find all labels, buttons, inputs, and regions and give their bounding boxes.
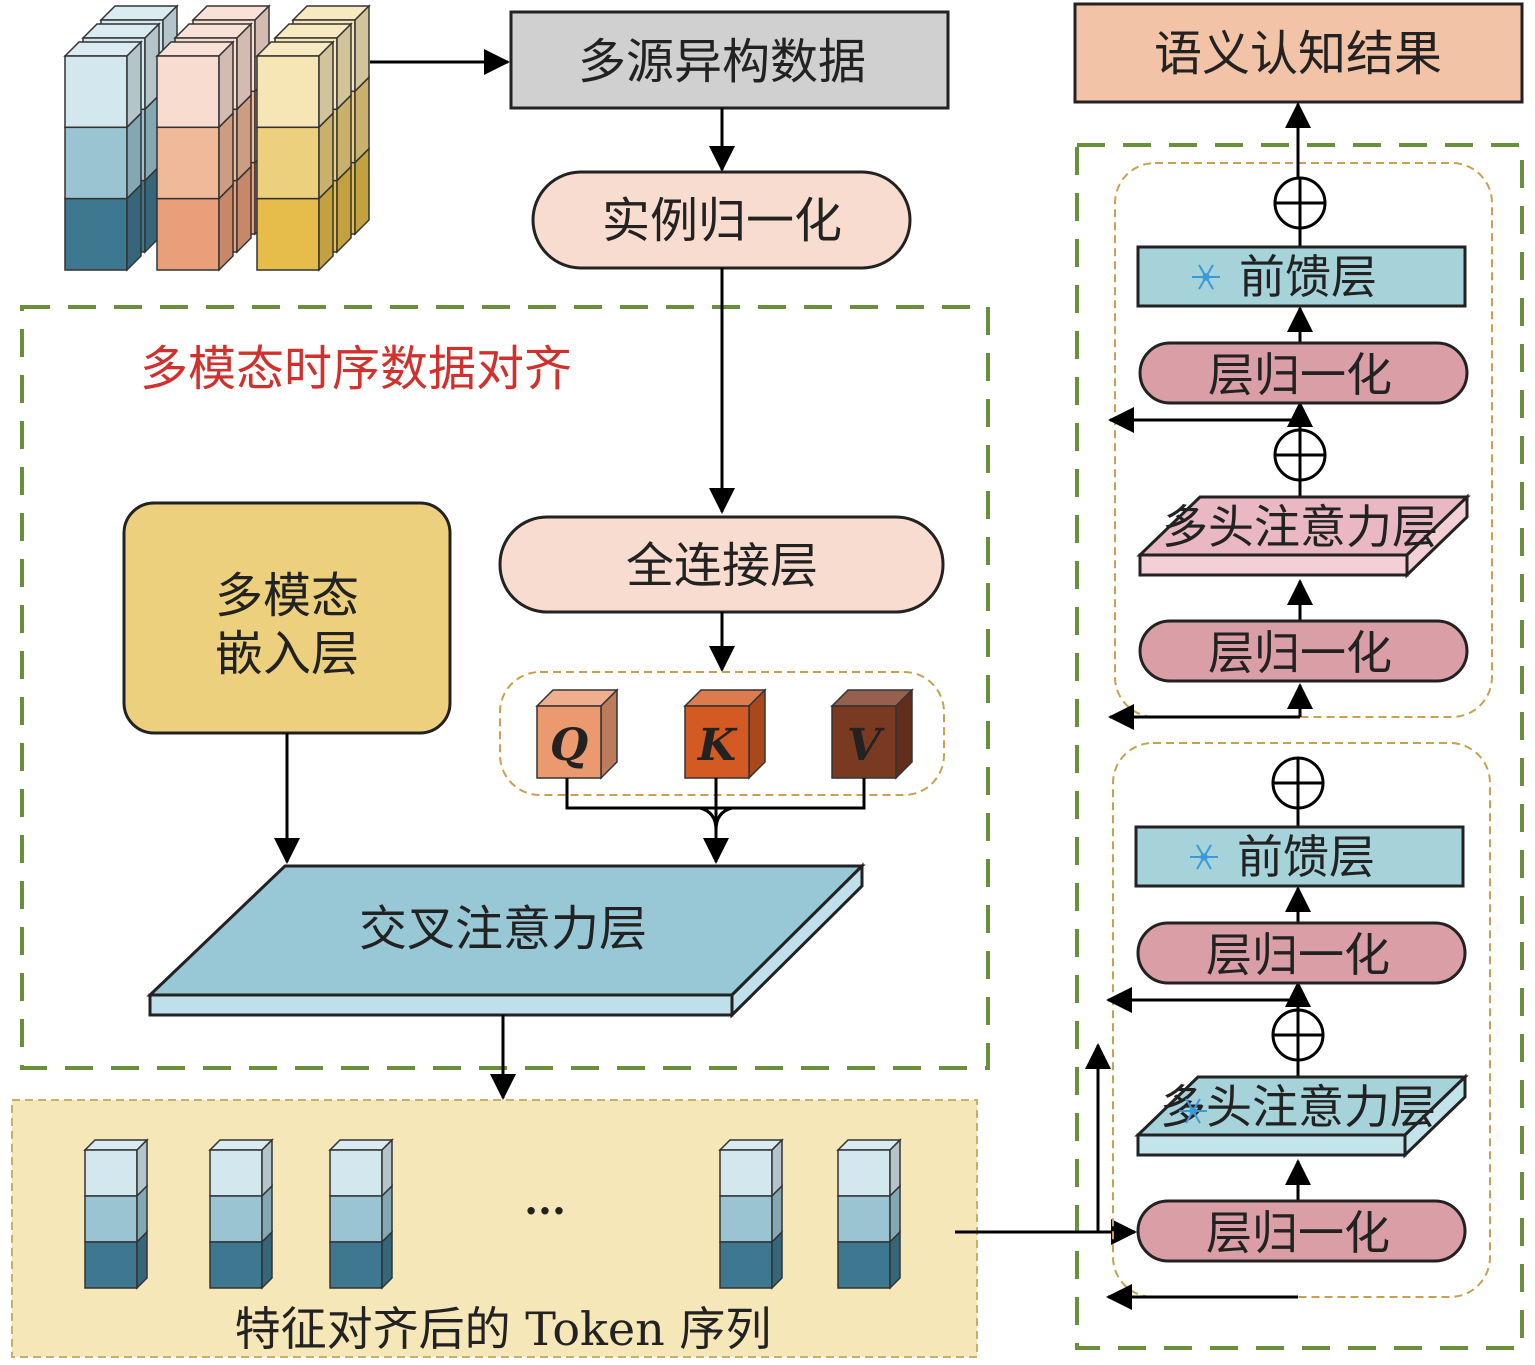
alignment-title: 多模态时序数据对齐 [140, 341, 572, 397]
layer-norm-label: 层归一化 [1208, 626, 1392, 680]
ellipsis: ··· [524, 1188, 566, 1235]
token-sequence-label: 特征对齐后的 Token 序列 [235, 1302, 772, 1356]
alignment-region [20, 305, 990, 1070]
multi-head-attention-label: 多头注意力层 [1160, 1080, 1436, 1134]
token-cube [83, 1138, 149, 1290]
layer-norm-box [1138, 341, 1469, 405]
token-cube [328, 1138, 394, 1290]
plus-circle-icon [1271, 756, 1325, 810]
snowflake-icon [1179, 1098, 1207, 1124]
cube-q-label: Q [550, 720, 588, 771]
multi-head-attention-label: 多头注意力层 [1162, 500, 1438, 554]
cross-attention-layer: 交叉注意力层 [146, 862, 866, 1019]
token-cube [208, 1138, 274, 1290]
data-column [155, 40, 235, 272]
data-column [63, 40, 143, 272]
layer-norm-box [1136, 1199, 1467, 1263]
source-box [509, 10, 950, 110]
layer-norm-label: 层归一化 [1206, 928, 1390, 982]
plus-circle-icon [1271, 1008, 1325, 1062]
result-box [1073, 2, 1524, 104]
encoder-region [1075, 143, 1524, 1350]
token-panel [11, 1099, 978, 1358]
snowflake-icon [1192, 264, 1220, 290]
embed-label-2: 嵌入层 [215, 626, 359, 682]
source-label: 多源异构数据 [578, 34, 866, 90]
data-cubes-icon [63, 4, 371, 272]
cube-v-label: V [847, 720, 885, 771]
layer-norm-box [1138, 619, 1469, 683]
layer-norm-label: 层归一化 [1208, 348, 1392, 402]
instance-norm-label: 实例归一化 [602, 193, 842, 249]
encoder-block [1114, 162, 1493, 718]
cube-v: V [830, 688, 914, 780]
cross-attention-label: 交叉注意力层 [359, 901, 647, 957]
fc-label: 全连接层 [626, 538, 818, 594]
encoder-block [1112, 742, 1491, 1298]
layer-norm-label: 层归一化 [1206, 1206, 1390, 1260]
token-cube [718, 1138, 784, 1290]
token-cube [836, 1138, 902, 1290]
plus-circle-icon [1273, 176, 1327, 230]
ffn-label: 前馈层 [1239, 250, 1377, 304]
data-column [255, 40, 335, 272]
multi-head-attention-layer [1134, 1073, 1469, 1159]
qkv-group [499, 671, 945, 796]
cube-k-label: K [696, 720, 738, 771]
cube-q: Q [535, 688, 619, 780]
result-label: 语义认知结果 [1154, 26, 1442, 82]
multi-head-attention-layer [1136, 493, 1471, 579]
embed-label-1: 多模态 [215, 568, 359, 624]
plus-circle-icon [1273, 428, 1327, 482]
snowflake-icon [1190, 844, 1218, 870]
cube-k: K [683, 688, 767, 780]
layer-norm-box [1136, 921, 1467, 985]
ffn-label: 前馈层 [1237, 830, 1375, 884]
